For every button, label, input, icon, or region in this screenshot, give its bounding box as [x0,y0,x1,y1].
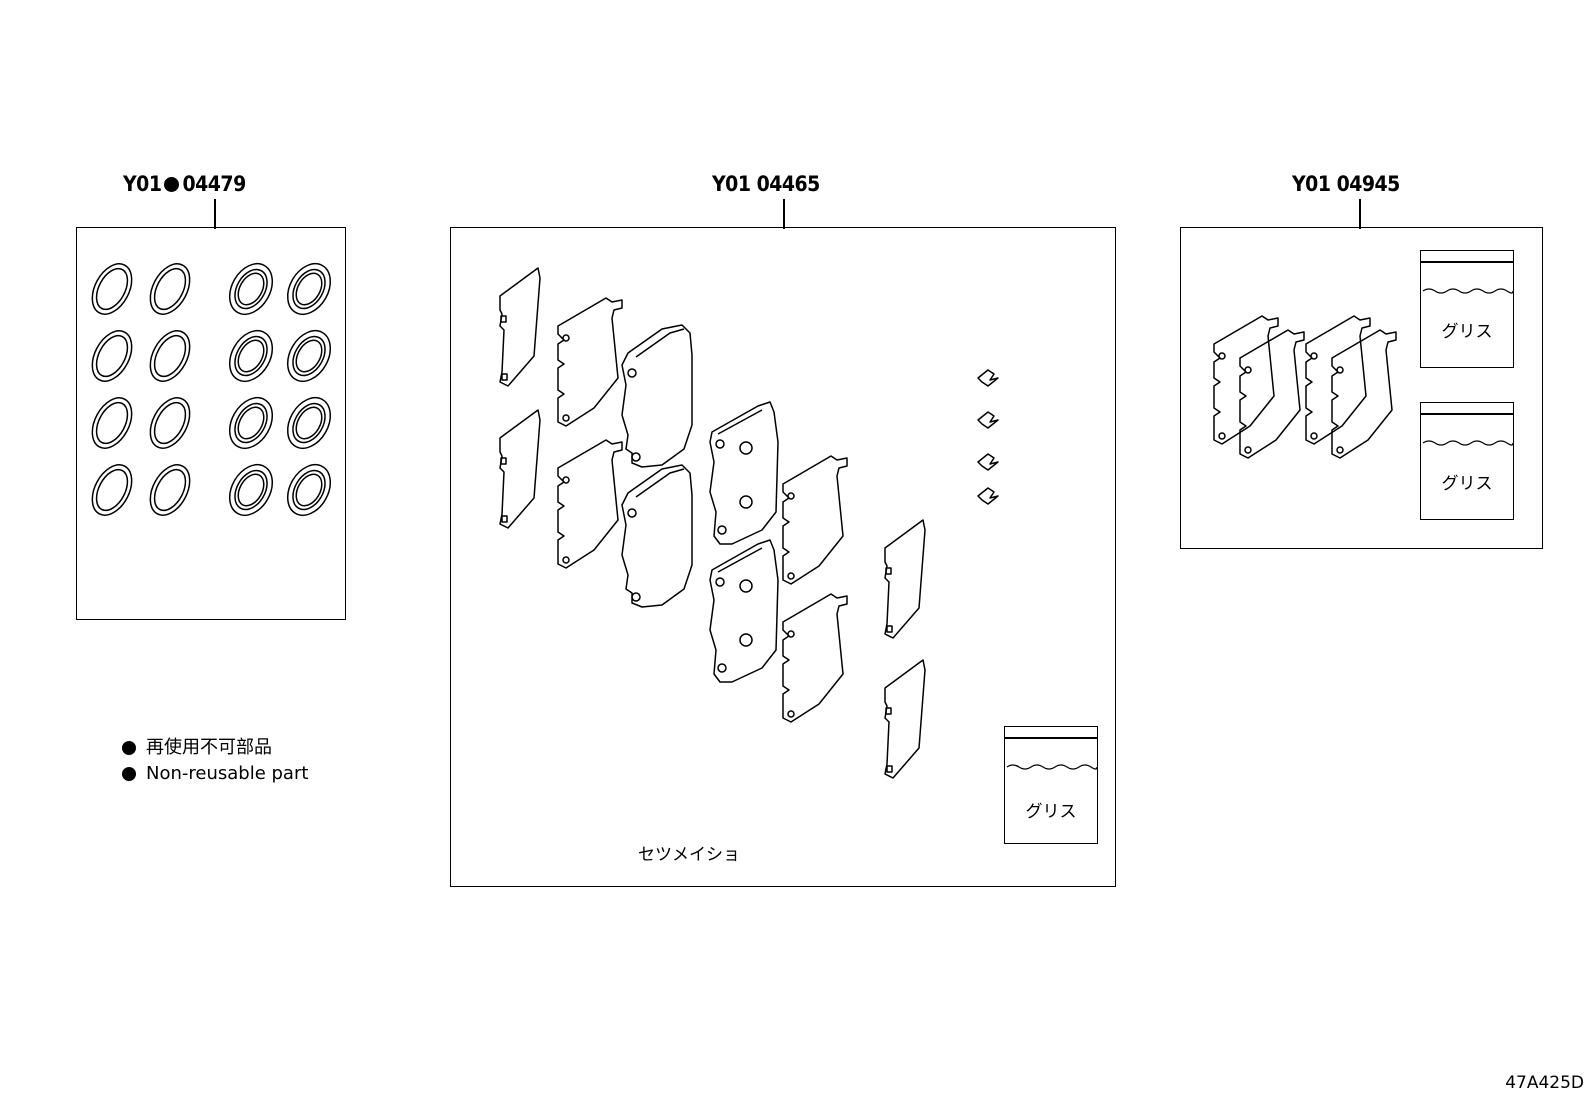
packet-seal-band [1005,737,1097,739]
leader-line [1359,199,1361,229]
leader-line [214,199,216,229]
grease-level-wave [1006,764,1098,770]
kit-callout-3: Y01 04945 [1292,172,1400,196]
piston-seal [83,256,199,523]
legend-japanese: 再使用不可部品 [146,737,272,758]
leader-line [783,199,785,229]
kit-box-seals [76,227,346,620]
grease-packet: グリス [1420,402,1514,520]
kit-prefix: Y01 [1292,172,1331,196]
figure-reference: 47A425D [1505,1073,1584,1093]
kit-number: 04479 [182,172,246,196]
packet-seal-band [1421,261,1513,263]
packet-seal-band [1421,413,1513,415]
kit-callout-2: Y01 04465 [712,172,820,196]
instruction-sheet-label: セツメイショ [638,845,740,865]
grease-level-wave [1422,440,1514,446]
legend-english: Non-reusable part [146,763,309,784]
grease-packet: グリス [1004,726,1098,844]
nonreusable-dot-icon [164,177,180,192]
kit-number: 04945 [1336,172,1401,196]
grease-level-wave [1422,288,1514,294]
anti-squeal-shim [1213,315,1397,459]
kit-number: 04465 [756,172,821,196]
kit-callout-1: Y01 04479 [123,172,246,196]
anti-squeal-plate [499,267,926,779]
kit-prefix: Y01 [123,172,162,196]
pad-clip [977,369,999,505]
kit-box-shims [1180,227,1543,549]
legend: 再使用不可部品 Non-reusable part [122,735,308,787]
brake-pad [621,324,779,683]
dust-boot [220,255,340,524]
anti-squeal-shim [557,297,848,723]
kit-box-pads [450,227,1116,887]
grease-packet: グリス [1420,250,1514,368]
nonreusable-dot-icon [122,767,136,781]
grease-label: グリス [1441,474,1493,494]
grease-label: グリス [1441,322,1493,342]
grease-label: グリス [1025,802,1077,822]
kit-prefix: Y01 [712,172,751,196]
nonreusable-dot-icon [122,741,136,755]
